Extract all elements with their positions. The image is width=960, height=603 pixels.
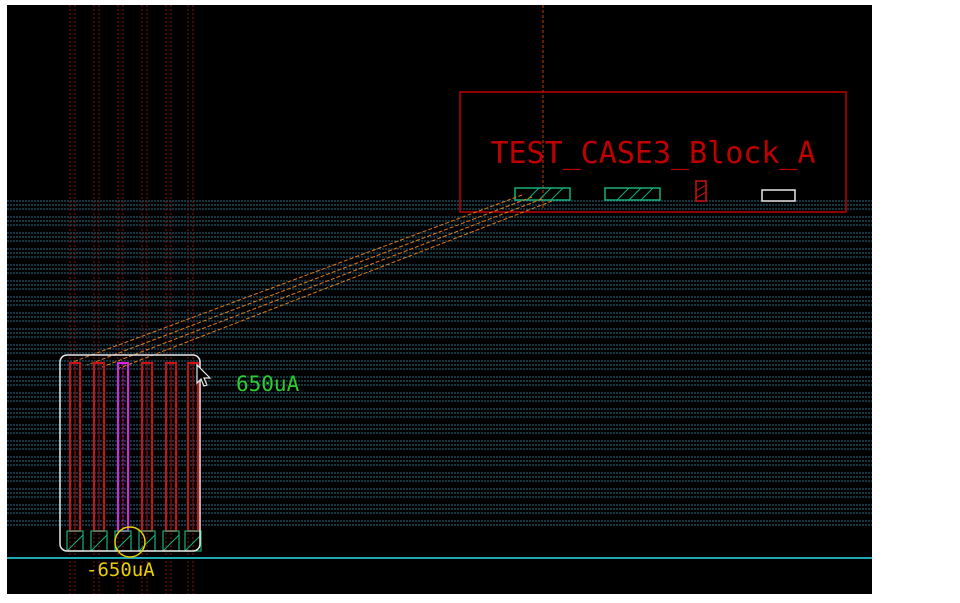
block-pin-3-hatch [695,191,707,199]
layout-canvas[interactable]: TEST_CASE3_Block_A 650uA -650uA [7,5,872,594]
connection-wires [69,194,553,370]
pin-foot-hatch [90,534,108,552]
pin-foot-hatch [138,534,156,552]
pin-foot-hatch [184,534,202,552]
selection-box[interactable] [59,354,201,552]
pin-foot-hatch [66,534,84,552]
block-pin-2-hatch [616,187,630,201]
layout-drawing[interactable]: TEST_CASE3_Block_A 650uA -650uA [7,5,872,594]
block-pin-2-hatch [640,187,654,201]
block-pin-3-hatch [695,184,707,192]
pin-foot-hatch [114,534,132,552]
mouse-pointer-icon [196,363,212,387]
block-pin-2-hatch [628,187,642,201]
probe-circle-icon[interactable] [114,526,146,558]
wire [69,194,523,364]
routing-tracks [7,200,872,526]
block-name-label: TEST_CASE3_Block_A [490,136,815,171]
wire [101,198,543,368]
block-pin-1-hatch [538,187,552,201]
block-pin-2[interactable] [604,187,661,201]
block-pin-3[interactable] [695,180,707,202]
wire [86,196,533,366]
vertical-guides [69,5,194,594]
block-outline[interactable] [459,91,847,213]
pin-array[interactable] [66,362,202,552]
block-pin-1[interactable] [514,187,571,201]
block-pins [514,180,796,202]
pin-foot-hatch [162,534,180,552]
current-label-negative: -650uA [86,559,155,581]
current-label-positive: 650uA [236,372,300,396]
block-pin-4[interactable] [761,189,796,202]
block-pin-1-hatch [550,187,564,201]
